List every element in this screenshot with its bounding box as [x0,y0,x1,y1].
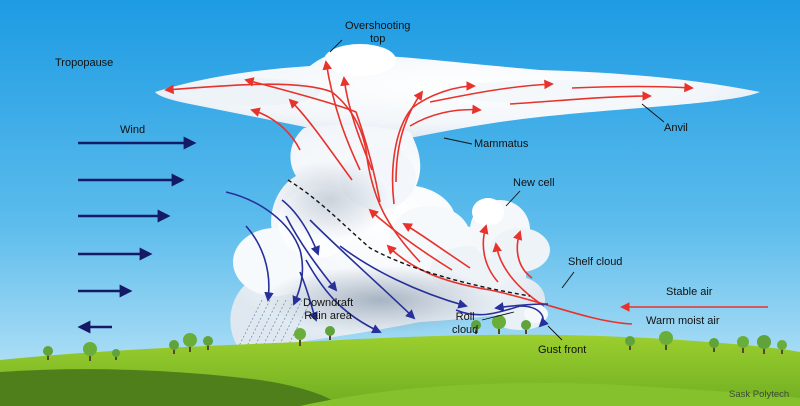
wind-arrows [77,136,197,334]
updraft-arrow [340,76,373,171]
updraft-arrow [395,90,424,183]
roll-cloud-label: Roll cloud [452,311,479,336]
updraft-arrow [509,91,652,105]
updraft-arrow [513,230,533,279]
updraft-arrows [164,60,768,325]
leader-lines [329,39,665,341]
warm-moist-air-label: Warm moist air [646,315,720,327]
downdraft-rain-area-label: Downdraft Rain area [303,297,354,322]
mammatus-label: Mammatus [474,138,529,150]
updraft-arrow [479,224,499,283]
updraft-arrow [386,244,633,325]
overshooting-top-label: Overshooting top [345,20,411,45]
new-cell-label: New cell [513,177,555,189]
trees [43,315,787,361]
updraft-arrow [244,77,381,203]
downdraft-arrow [305,259,382,334]
gust-front-boundary [287,179,531,297]
anvil-label: Anvil [664,122,688,134]
ground [0,334,800,406]
updraft-arrow [368,208,453,271]
rain-streaks [235,299,311,353]
downdraft-arrow [225,191,304,306]
downdraft-arrow [339,245,468,309]
downdraft-arrow [285,215,338,292]
updraft-arrow [250,107,301,151]
shelf-cloud-label: Shelf cloud [568,256,623,268]
wind-label: Wind [120,124,146,136]
updraft-arrow [288,98,353,181]
downdraft-arrow [309,219,416,320]
downdraft-arrows [225,191,549,334]
updraft-arrow [402,223,471,269]
downdraft-arrow [494,302,549,312]
downdraft-arrow [281,199,320,256]
updraft-arrow [322,60,361,171]
new-cell-cloud [470,198,550,272]
downdraft-arrow [299,271,318,322]
updraft-arrow [571,82,694,93]
updraft-arrow [409,104,482,127]
gust-front-label: Gust front [538,344,587,356]
tropopause-label: Tropopause [55,57,114,69]
updraft-arrow [429,79,554,103]
updraft-arrow [492,242,545,307]
stable-air-label: Stable air [666,286,713,298]
downdraft-arrow [245,225,274,302]
credit-label: Sask Polytech [729,389,790,400]
storm-tower-cloud [230,125,546,351]
